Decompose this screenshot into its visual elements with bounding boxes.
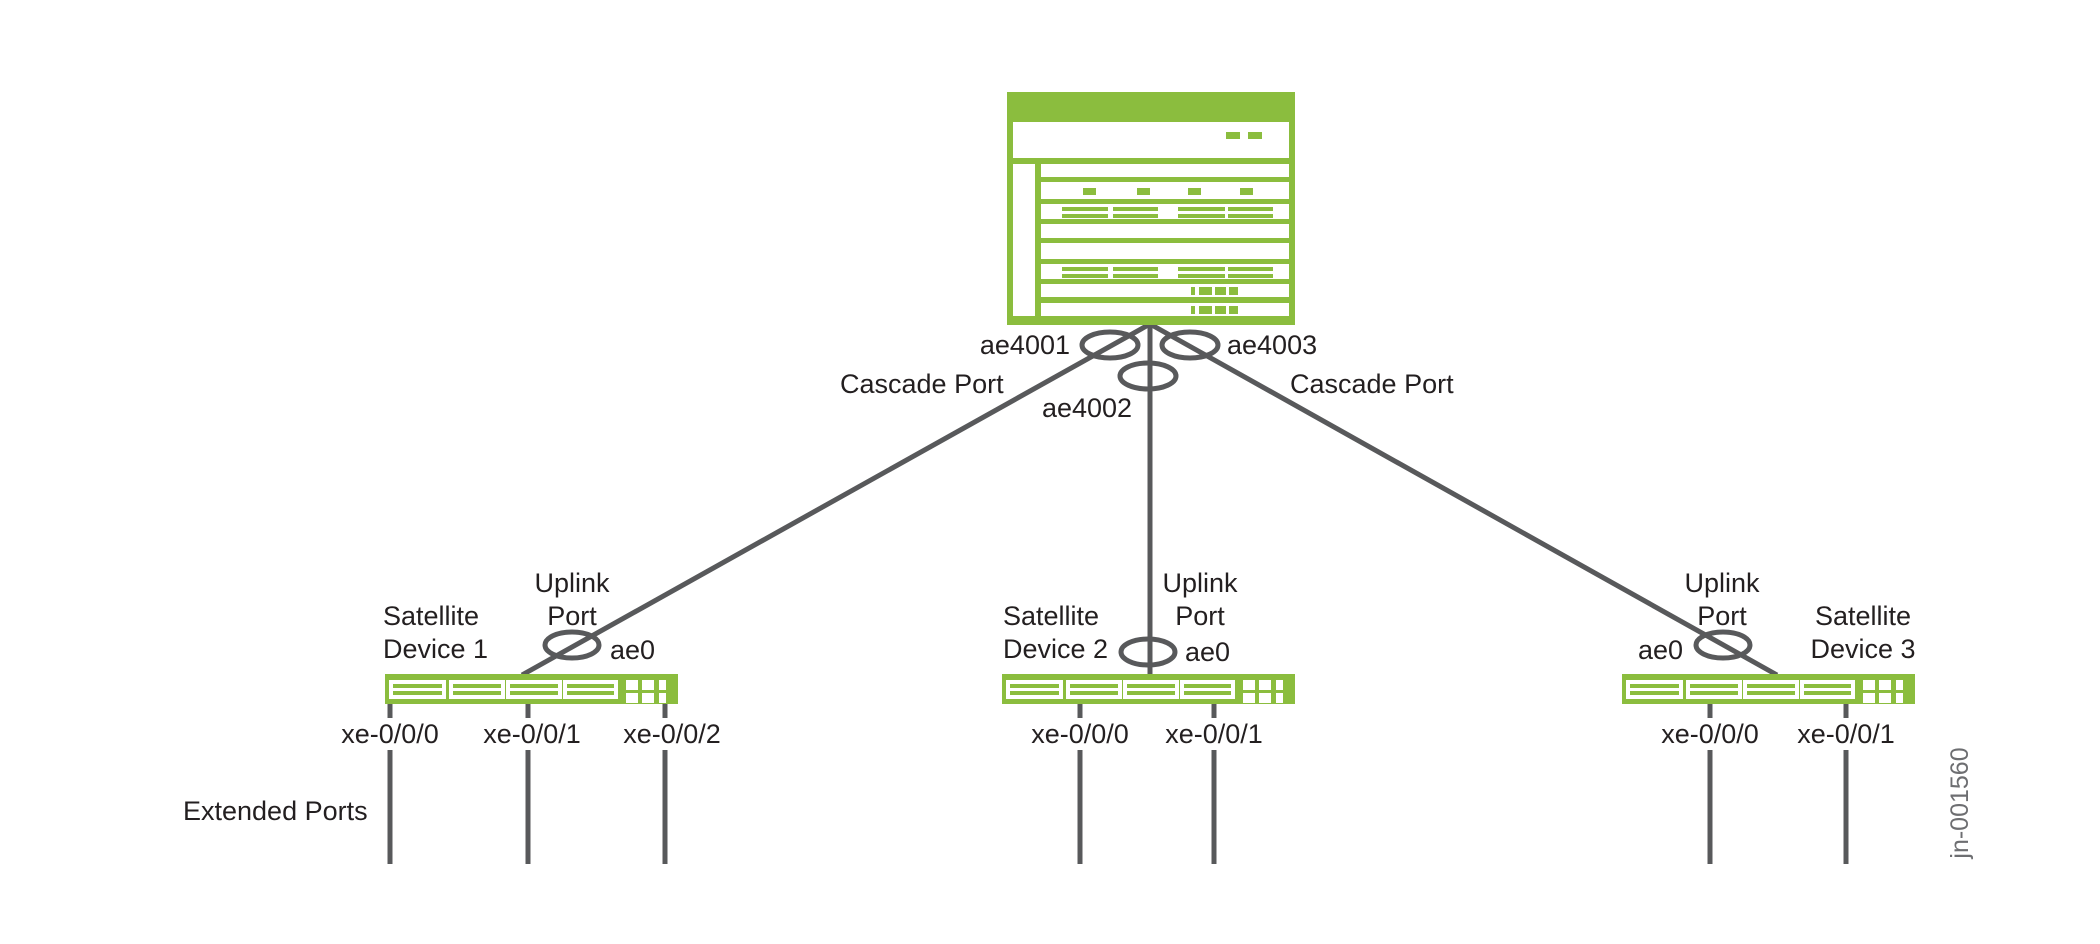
cascade-interface-label-ae4001: ae4001 <box>979 330 1070 360</box>
extended-port-stubs <box>387 704 1849 718</box>
satellite-switch-icon-3 <box>1622 674 1915 704</box>
satellite-3-uplink-interface: ae0 <box>1637 635 1683 665</box>
satellite-2-extended-port-1: xe-0/0/1 <box>1165 719 1263 749</box>
cascade-interface-label-ae4003: ae4003 <box>1227 330 1318 360</box>
extended-port-lines <box>387 750 1849 864</box>
satellite-1-uplink-label: Uplink Port <box>534 568 610 631</box>
uplink-port-ellipse-sat1 <box>542 629 602 661</box>
uplink-port-ellipse-sat3 <box>1693 629 1753 661</box>
cascade-port-ellipse-ae4003 <box>1159 329 1221 361</box>
cascade-port-label-left: Cascade Port <box>840 369 1004 399</box>
cascade-port-ellipse-ae4002 <box>1117 360 1179 392</box>
satellite-1-uplink-interface: ae0 <box>610 635 656 665</box>
satellite-switch-icon-2 <box>1002 674 1295 704</box>
satellite-2-uplink-interface: ae0 <box>1185 637 1231 667</box>
satellite-1-extended-port-2: xe-0/0/2 <box>623 719 721 749</box>
satellite-switch-icon-1 <box>385 674 678 704</box>
satellite-3-uplink-label: Uplink Port <box>1684 568 1760 631</box>
satellite-3-name: Satellite Device 3 <box>1810 601 1916 664</box>
uplink-port-ellipse-sat2 <box>1118 636 1178 668</box>
cascade-interface-label-ae4002: ae4002 <box>1041 393 1133 423</box>
cascade-link-right <box>1148 321 1779 678</box>
satellite-1-extended-port-1: xe-0/0/1 <box>483 719 581 749</box>
cascade-link-left <box>520 321 1152 678</box>
satellite-2-extended-port-0: xe-0/0/0 <box>1031 719 1129 749</box>
satellite-2-uplink-label: Uplink Port <box>1162 568 1238 631</box>
satellite-3-extended-port-0: xe-0/0/0 <box>1661 719 1759 749</box>
satellite-2-name: Satellite Device 2 <box>1003 601 1109 664</box>
figure-id: jn-001560 <box>1946 747 1974 859</box>
extended-ports-label: Extended Ports <box>183 796 368 826</box>
cascade-port-label-right: Cascade Port <box>1290 369 1454 399</box>
satellite-1-extended-port-0: xe-0/0/0 <box>341 719 439 749</box>
satellite-3-extended-port-1: xe-0/0/1 <box>1797 719 1895 749</box>
cascade-port-ellipse-ae4001 <box>1079 329 1141 361</box>
aggregation-device-icon <box>1007 92 1295 325</box>
satellite-1-name: Satellite Device 1 <box>383 601 489 664</box>
